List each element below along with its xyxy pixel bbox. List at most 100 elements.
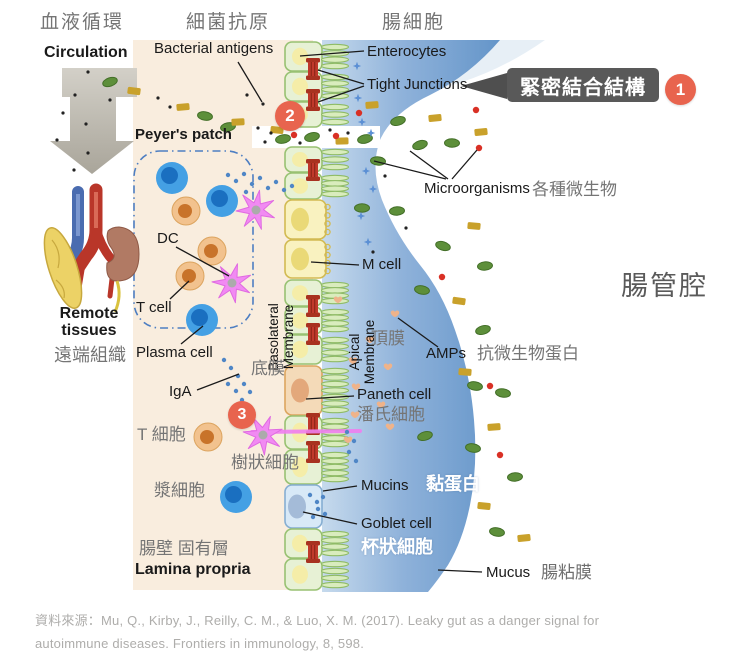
tight-junction-icon [306, 159, 320, 181]
amp-peptide-icon [333, 296, 343, 304]
iga-dot-icon [353, 458, 359, 464]
antigen-dot-icon [261, 102, 265, 106]
red-microbe-icon [486, 382, 494, 390]
iga-dot-icon [249, 181, 255, 187]
red-microbe-icon [290, 131, 298, 139]
b-plasma-cell-icon [186, 304, 218, 336]
iga-dot-icon [233, 178, 239, 184]
antigen-icon [517, 533, 531, 543]
iga-dot-icon [257, 175, 263, 181]
b-plasma-cell-icon [206, 185, 238, 217]
iga-dot-icon [351, 438, 357, 444]
iga-dot-icon [221, 357, 227, 363]
bacterium-icon [467, 381, 483, 391]
label-gut-wall-zh: 腸壁 固有層 [139, 539, 229, 558]
bacterium-icon [102, 76, 118, 88]
antigen-dot-icon [245, 93, 249, 97]
bacterium-icon [435, 240, 451, 252]
iga-dot-icon [225, 381, 231, 387]
iga-dot-icon [344, 429, 350, 435]
bacterium-icon [275, 134, 291, 144]
antigen-dot-icon [328, 128, 332, 132]
label-amps-zh: 抗微生物蛋白 [477, 344, 579, 363]
antigen-dot-icon [61, 111, 65, 115]
b-plasma-cell-icon [220, 481, 252, 513]
blue-star-icon [363, 237, 373, 247]
antigen-icon [458, 368, 472, 376]
label-mucus-zh: 腸粘膜 [541, 563, 592, 582]
bacterium-icon [444, 138, 460, 148]
label-t-cell: T cell [136, 299, 172, 316]
iga-dot-icon [320, 494, 326, 500]
antigen-dot-icon [298, 141, 302, 145]
iga-dot-icon [322, 511, 328, 517]
bacterium-icon [354, 203, 370, 213]
iga-dot-icon [228, 365, 234, 371]
blue-star-icon [352, 61, 362, 71]
label-paneth-cell: Paneth cell [357, 386, 432, 403]
immune-cells-layer [156, 162, 252, 513]
iga-dot-icon [265, 185, 271, 191]
label-basal-zh: 底膜 [251, 359, 285, 378]
microbes-scatter-layer [55, 61, 531, 543]
tight-junction-icon [306, 89, 320, 111]
tight-junction-icon [306, 295, 320, 317]
tight-junction-icon [306, 541, 320, 563]
antigen-dot-icon [371, 250, 375, 254]
antigen-icon [127, 86, 141, 96]
tight-junction-icon [306, 58, 320, 80]
label-gut-cell-zh: 腸細胞 [382, 12, 446, 33]
label-basolateral-membrane: Basolateral Membrane [266, 303, 296, 371]
iga-dot-icon [310, 514, 316, 520]
tight-junction-badge: 緊密結合結構 [507, 68, 659, 102]
marker-2: 2 [275, 101, 305, 131]
red-microbe-icon [496, 451, 504, 459]
label-bacterial-antigen-zh: 細菌抗原 [186, 12, 271, 33]
amp-peptide-icon [383, 363, 393, 371]
antigen-icon [452, 296, 466, 306]
red-microbe-icon [475, 144, 483, 152]
amp-peptide-icon [390, 310, 400, 318]
label-mucins-zh: 黏蛋白 [426, 474, 480, 494]
antigen-icon [467, 222, 481, 230]
bacterium-icon [495, 388, 511, 398]
iga-dot-icon [289, 183, 295, 189]
bacterium-icon [489, 527, 505, 537]
label-paneth-cell-zh: 潘氏細胞 [357, 405, 425, 424]
bacterium-icon [477, 261, 493, 271]
label-amps: AMPs [426, 345, 467, 362]
tight-junction-icon [306, 323, 320, 345]
blue-star-icon [361, 166, 371, 176]
blue-star-icon [368, 184, 378, 194]
amp-peptide-icon [348, 357, 358, 365]
bacterium-icon [197, 111, 213, 121]
tight-junction-icon [306, 441, 320, 463]
amp-peptide-icon [350, 411, 360, 419]
t-cell-icon [171, 196, 201, 226]
label-plasma-cell: Plasma cell [136, 344, 213, 361]
iga-dot-icon [241, 171, 247, 177]
epithelium-cell-enterocyte [284, 558, 350, 591]
label-enterocytes: Enterocytes [367, 43, 447, 60]
mucus-layer [322, 40, 500, 592]
antigen-icon [474, 128, 488, 136]
bacterium-icon [412, 139, 428, 151]
antigen-dot-icon [156, 96, 160, 100]
dendritic-cell-icon [242, 415, 283, 456]
epithelium-cell-m-cell [284, 199, 331, 240]
antigen-dot-icon [168, 105, 172, 109]
bacterium-icon [417, 431, 433, 441]
antigen-dot-icon [269, 131, 273, 135]
label-remote-tissues: Remote tissues [59, 305, 119, 339]
blue-star-icon [356, 211, 366, 221]
antigen-icon [428, 114, 442, 122]
label-m-cell: M cell [362, 256, 402, 273]
label-lamina-propria: Lamina propria [135, 561, 251, 578]
marker-1: 1 [665, 74, 696, 105]
label-microorganisms-zh: 各種微生物 [532, 180, 617, 199]
epithelium-cell-paneth-cell [284, 365, 350, 416]
bacterium-icon [304, 132, 320, 142]
iga-dot-icon [225, 172, 231, 178]
iga-dot-icon [241, 381, 247, 387]
